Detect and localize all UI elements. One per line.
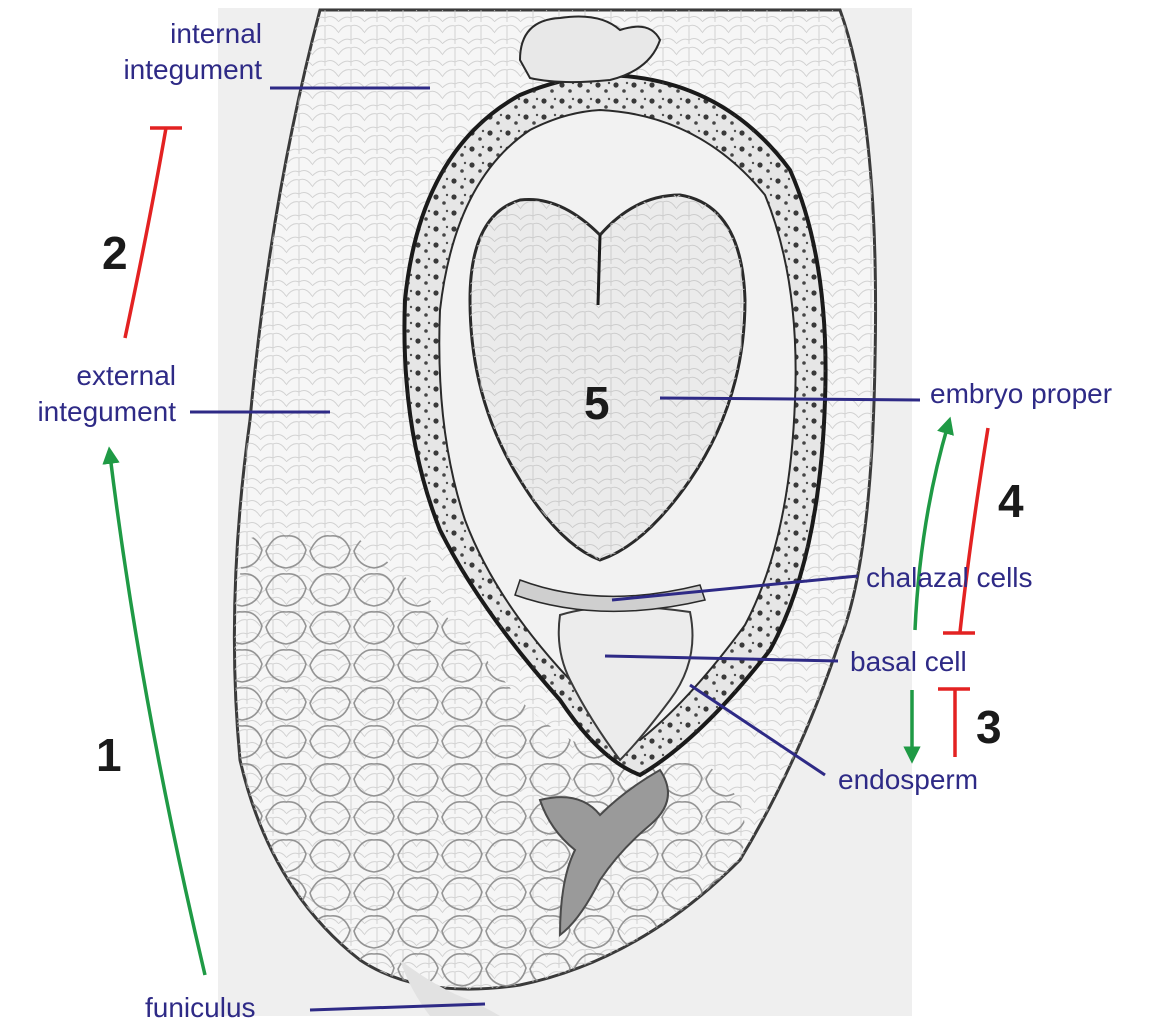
embryo-cleft [598,235,600,305]
number-2: 2 [102,226,128,280]
label-external-integument-line1: external [10,358,176,394]
label-embryo-proper: embryo proper [930,376,1112,412]
label-endosperm: endosperm [838,762,978,798]
inhibit-4-line [960,428,988,632]
number-3: 3 [976,700,1002,754]
label-internal-integument-line2: integument [100,52,262,88]
number-5: 5 [584,376,610,430]
leader-embryo-proper [660,398,920,400]
label-internal-integument-line1: internal [100,16,262,52]
label-external-integument: external integument [10,358,176,430]
number-1: 1 [96,728,122,782]
label-external-integument-line2: integument [10,394,176,430]
label-internal-integument: internal integument [100,16,262,88]
label-chalazal-cells: chalazal cells [866,560,1033,596]
label-basal-cell: basal cell [850,644,967,680]
number-4: 4 [998,474,1024,528]
inhibit-2-line [125,128,166,338]
arrow-basal-to-embryo-proper [915,425,948,630]
arrow-1-funiculus-to-external-integument [110,455,205,975]
